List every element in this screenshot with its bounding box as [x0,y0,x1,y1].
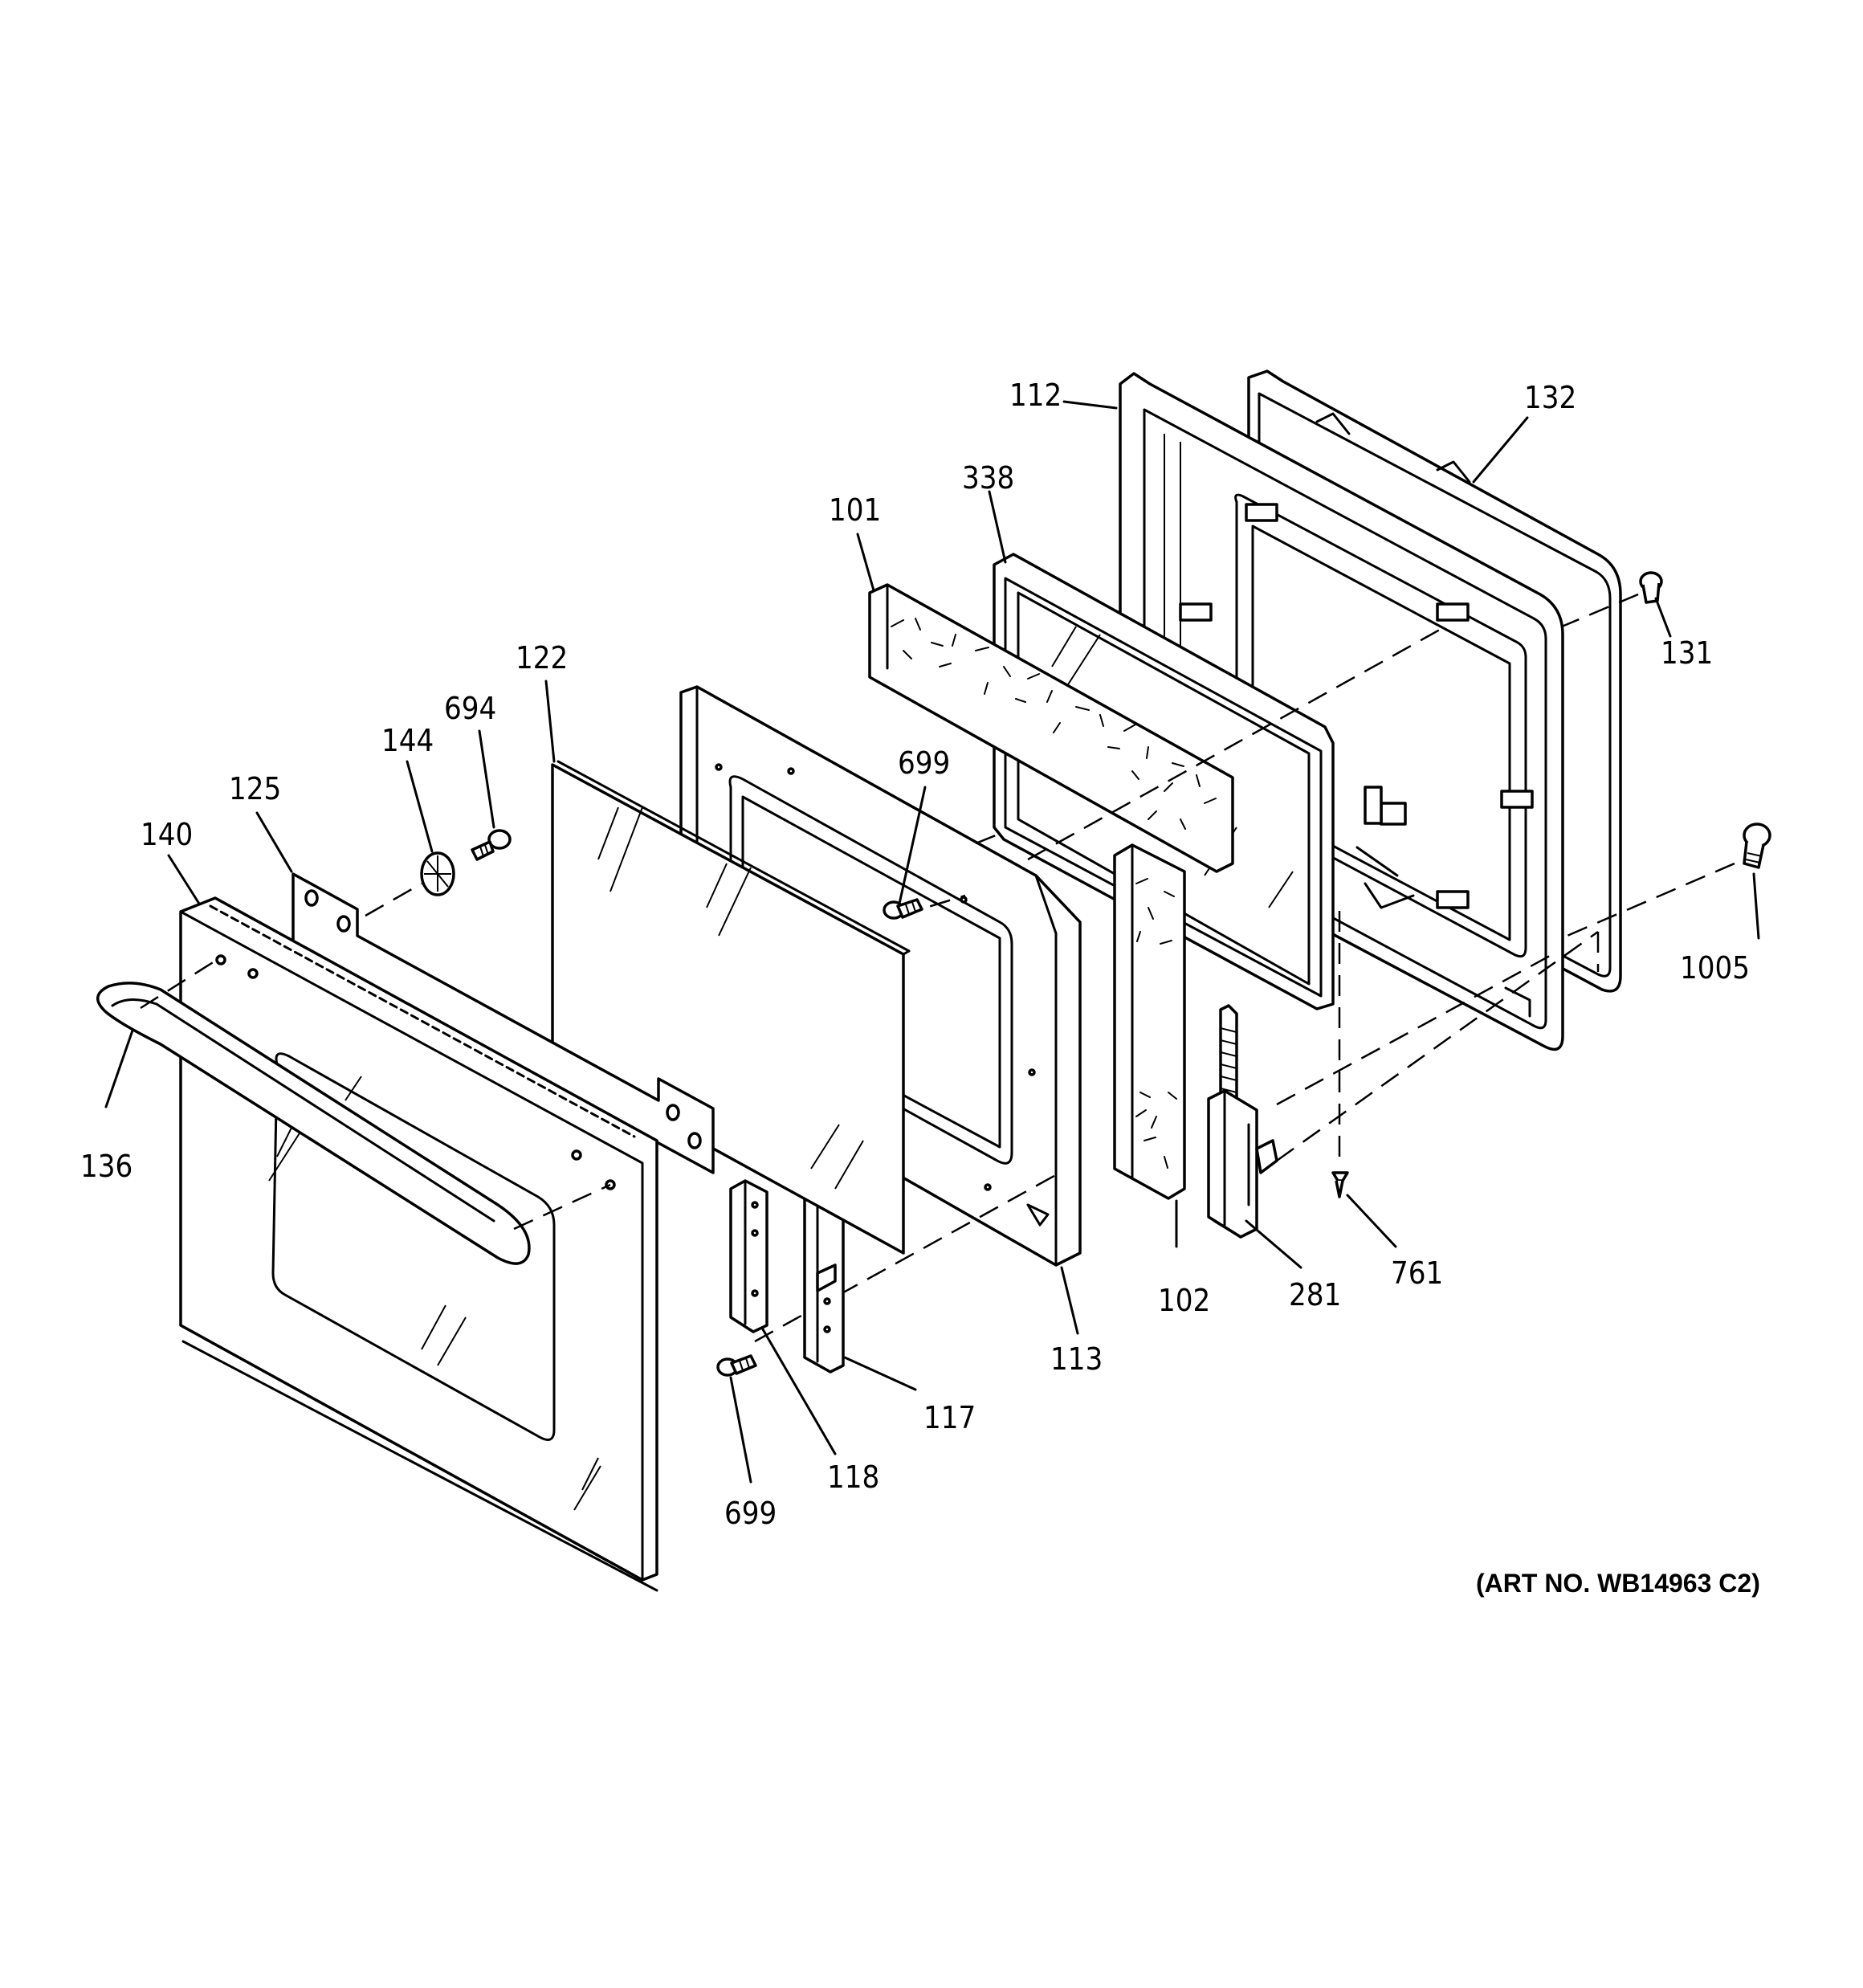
callout-125: 125 [229,771,281,806]
callout-144: 144 [381,723,434,758]
callout-136: 136 [80,1149,132,1184]
part-101-top-insulation [868,583,1234,873]
part-699-screw-lower [716,1354,757,1377]
callout-699-lower: 699 [724,1496,777,1531]
part-102-side-insulation [1113,843,1186,1200]
part-136-door-handle [96,958,611,1265]
callout-761: 761 [1391,1255,1443,1291]
callout-102: 102 [1158,1283,1210,1318]
callout-122: 122 [516,640,568,676]
part-118-hinge-bracket-small [729,1179,768,1333]
callout-101: 101 [829,492,881,528]
callout-132: 132 [1524,380,1576,415]
insulation-fibers [891,618,1217,830]
part-144-spacer [420,851,455,896]
art-number: (ART NO. WB14963 C2) [1476,1569,1760,1598]
part-761-screw [1331,1171,1349,1198]
callout-699-upper: 699 [898,745,950,781]
callout-labels: 112 132 338 101 131 122 694 144 699 125 … [80,378,1750,1531]
callout-694: 694 [444,691,496,726]
callout-117: 117 [923,1400,976,1435]
callout-112: 112 [1009,378,1062,413]
alignment-lines [754,625,1600,1343]
part-122-door-glass [551,760,911,1255]
callout-281: 281 [1289,1277,1341,1312]
part-281-door-hinge [1207,1004,1278,1239]
callout-140: 140 [141,817,193,852]
leader-lines [104,400,1760,1484]
part-140-outer-door-panel [179,896,658,1592]
part-694-screw [471,829,512,861]
part-1005-screw [1557,823,1771,941]
callout-1005: 1005 [1680,950,1750,986]
part-699-screw-upper [883,898,923,920]
callout-113: 113 [1050,1341,1103,1377]
callout-131: 131 [1661,635,1713,671]
callout-338: 338 [962,460,1014,496]
callout-118: 118 [827,1459,879,1495]
